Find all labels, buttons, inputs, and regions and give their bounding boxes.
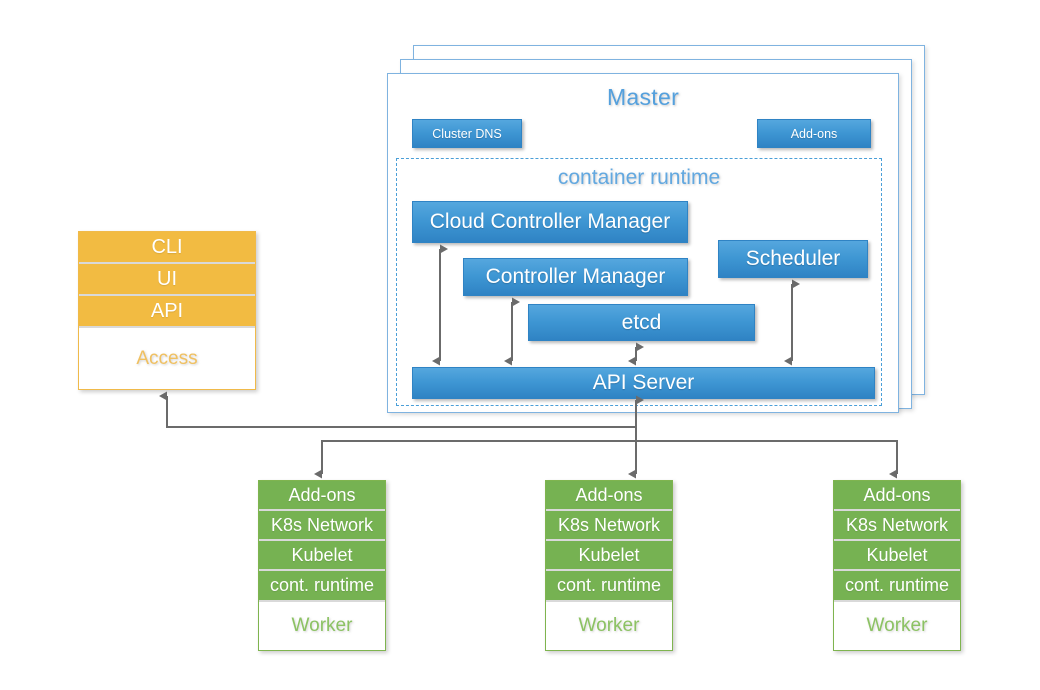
api-server-label: API Server — [592, 371, 695, 394]
container-runtime-title: container runtime — [557, 166, 721, 189]
worker-3-kubelet-label: Kubelet — [866, 544, 928, 565]
worker-3-cont-runtime-label: cont. runtime — [844, 575, 950, 595]
cluster-dns-box[interactable]: Cluster DNS — [412, 119, 522, 148]
api-server-box[interactable]: API Server — [412, 367, 875, 399]
worker-1-node-label: Worker — [259, 602, 385, 650]
worker-1-layer-kubelet[interactable]: Kubelet — [259, 541, 385, 571]
worker-1-layer-add-ons[interactable]: Add-ons — [259, 481, 385, 511]
access-layer-cli[interactable]: CLI — [79, 232, 255, 264]
worker-3-layer-k8s-network[interactable]: K8s Network — [834, 511, 960, 541]
worker-2-node-label: Worker — [546, 602, 672, 650]
access-label-text: Access — [136, 347, 198, 369]
worker-1-cont-runtime-label: cont. runtime — [269, 575, 375, 595]
etcd-box[interactable]: etcd — [528, 304, 755, 341]
worker-node-1: Add-ons K8s Network Kubelet cont. runtim… — [258, 480, 386, 651]
wire-worker1-bus — [314, 440, 636, 479]
access-stack: CLI UI API Access — [78, 231, 256, 390]
worker-node-3: Add-ons K8s Network Kubelet cont. runtim… — [833, 480, 961, 651]
worker-2-kubelet-label: Kubelet — [578, 544, 640, 565]
access-layer-api-label: API — [150, 299, 184, 322]
access-layer-ui[interactable]: UI — [79, 264, 255, 296]
access-layer-api[interactable]: API — [79, 296, 255, 328]
controller-manager-label: Controller Manager — [485, 265, 666, 288]
worker-2-layer-kubelet[interactable]: Kubelet — [546, 541, 672, 571]
master-add-ons-label: Add-ons — [790, 126, 838, 141]
access-node-label: Access — [79, 328, 255, 389]
controller-manager-box[interactable]: Controller Manager — [463, 258, 688, 296]
worker-3-k8s-network-label: K8s Network — [845, 514, 949, 535]
worker-1-k8s-network-label: K8s Network — [270, 514, 374, 535]
worker-1-add-ons-label: Add-ons — [288, 484, 356, 505]
master-title: Master — [606, 84, 680, 110]
worker-3-add-ons-label: Add-ons — [863, 484, 931, 505]
wire-worker3-bus — [636, 440, 898, 479]
etcd-label: etcd — [621, 310, 662, 334]
worker-1-label-text: Worker — [291, 615, 353, 636]
worker-2-layer-add-ons[interactable]: Add-ons — [546, 481, 672, 511]
worker-2-add-ons-label: Add-ons — [575, 484, 643, 505]
cluster-dns-label: Cluster DNS — [432, 126, 502, 141]
worker-2-k8s-network-label: K8s Network — [557, 514, 661, 535]
worker-2-cont-runtime-label: cont. runtime — [556, 575, 662, 595]
worker-3-layer-add-ons[interactable]: Add-ons — [834, 481, 960, 511]
worker-node-2: Add-ons K8s Network Kubelet cont. runtim… — [545, 480, 673, 651]
worker-1-layer-k8s-network[interactable]: K8s Network — [259, 511, 385, 541]
master-add-ons-box[interactable]: Add-ons — [757, 119, 871, 148]
worker-3-node-label: Worker — [834, 602, 960, 650]
access-layer-ui-label: UI — [157, 267, 177, 290]
worker-2-layer-cont-runtime[interactable]: cont. runtime — [546, 571, 672, 602]
worker-1-layer-cont-runtime[interactable]: cont. runtime — [259, 571, 385, 602]
worker-2-label-text: Worker — [578, 615, 640, 636]
cloud-controller-manager-label: Cloud Controller Manager — [429, 210, 671, 233]
scheduler-box[interactable]: Scheduler — [718, 240, 868, 278]
worker-3-layer-cont-runtime[interactable]: cont. runtime — [834, 571, 960, 602]
access-layer-cli-label: CLI — [151, 235, 183, 258]
worker-3-label-text: Worker — [866, 615, 928, 636]
cloud-controller-manager-box[interactable]: Cloud Controller Manager — [412, 201, 688, 243]
worker-2-layer-k8s-network[interactable]: K8s Network — [546, 511, 672, 541]
worker-3-layer-kubelet[interactable]: Kubelet — [834, 541, 960, 571]
scheduler-label: Scheduler — [745, 247, 841, 270]
worker-1-kubelet-label: Kubelet — [291, 544, 353, 565]
